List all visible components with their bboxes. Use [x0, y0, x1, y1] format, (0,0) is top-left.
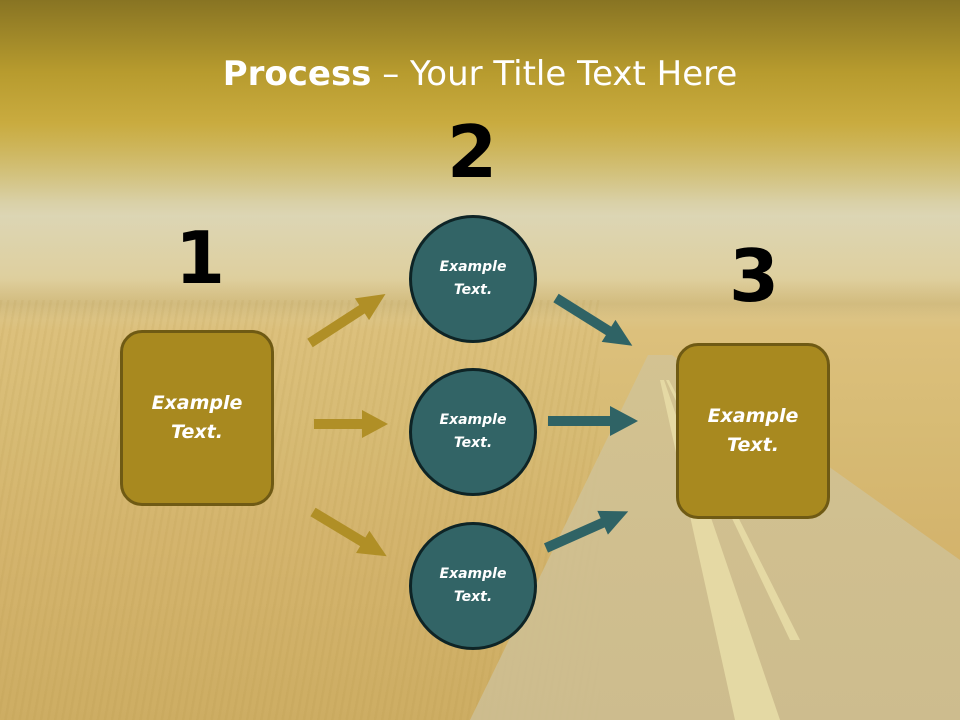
circle-bottom-text: Example Text. [439, 566, 507, 605]
arrow-teal-down [553, 293, 633, 346]
grass-field [0, 300, 600, 720]
step-number-3: 3 [728, 234, 780, 318]
title-rest: – Your Title Text Here [371, 54, 738, 94]
arrow-gold-straight [314, 410, 388, 438]
slide-title: Process – Your Title Text Here [0, 52, 960, 96]
step-1-box: Example Text. [120, 330, 274, 506]
step-2-circle-middle: Example Text. [409, 368, 537, 496]
step-3-box: Example Text. [676, 343, 830, 519]
title-bold: Process [222, 54, 372, 94]
step-number-1: 1 [174, 216, 226, 300]
step-number-2: 2 [446, 110, 498, 194]
arrow-teal-up [543, 510, 629, 553]
step-2-circle-bottom: Example Text. [409, 522, 537, 650]
arrow-teal-straight [548, 406, 638, 436]
step-2-circle-top: Example Text. [409, 215, 537, 343]
circle-middle-text: Example Text. [439, 412, 507, 451]
step-3-box-text: Example Text. [707, 405, 799, 456]
arrow-gold-down [310, 507, 387, 557]
circle-top-text: Example Text. [439, 259, 507, 298]
arrow-gold-up [307, 293, 386, 348]
step-1-box-text: Example Text. [151, 392, 243, 443]
